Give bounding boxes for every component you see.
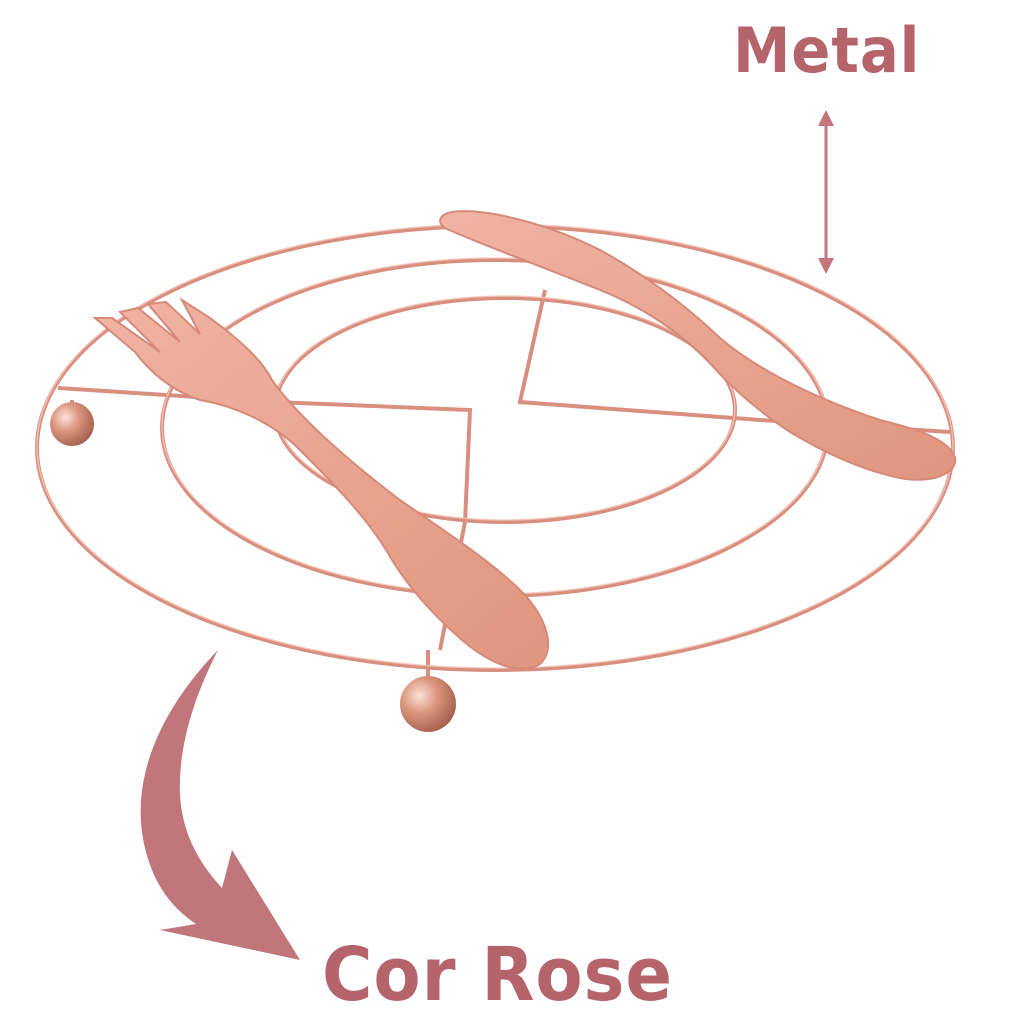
trivet-feet xyxy=(50,400,456,732)
curved-arrow-down-right-icon xyxy=(140,650,300,960)
knife-decoration xyxy=(439,210,957,481)
foot-front xyxy=(400,676,456,732)
foot-left xyxy=(50,402,94,446)
label-metal: Metal xyxy=(733,14,921,87)
fork-decoration xyxy=(92,297,550,670)
zigzag-support xyxy=(274,400,473,523)
double-headed-vertical-arrow-icon xyxy=(818,110,834,274)
label-cor-rose: Cor Rose xyxy=(322,932,674,1018)
